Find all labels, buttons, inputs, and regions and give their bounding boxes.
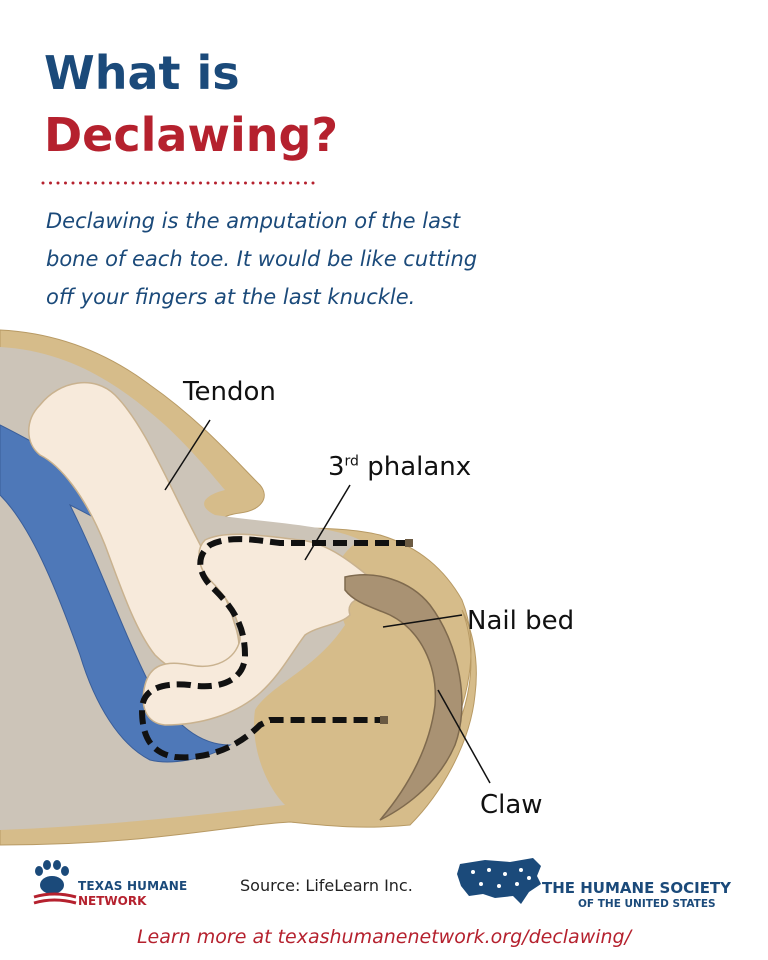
thn-logo-line1: TEXAS HUMANE xyxy=(78,879,188,893)
pointer-phalanx xyxy=(304,484,351,561)
hsus-animal-map-icon xyxy=(457,858,541,904)
toe-diagram xyxy=(0,329,491,846)
label-nail-bed: Nail bed xyxy=(467,606,575,636)
amputation-cut-line xyxy=(138,536,410,761)
hsus-logo-line1: THE HUMANE SOCIETY xyxy=(542,879,732,897)
hsus-logo-line2: OF THE UNITED STATES xyxy=(578,898,716,910)
claw xyxy=(344,574,463,821)
thn-logo-line2: NETWORK xyxy=(78,894,147,908)
title-line-1: What is xyxy=(44,46,240,100)
source-credit: Source: LifeLearn Inc. xyxy=(240,876,413,895)
dotted-divider xyxy=(41,181,316,185)
intro-text: Declawing is the amputation of the last … xyxy=(46,209,478,309)
texas-humane-network-logo xyxy=(33,860,77,905)
title-line-2: Declawing? xyxy=(44,108,339,162)
pointer-claw xyxy=(437,689,491,784)
third-phalanx-bone xyxy=(142,533,387,726)
pointer-nail-bed xyxy=(382,614,463,628)
pointer-tendon xyxy=(164,419,211,491)
label-claw: Claw xyxy=(480,790,543,820)
label-3rd-phalanx: 3rd phalanx xyxy=(328,452,472,482)
learn-more-link[interactable]: Learn more at texashumanenetwork.org/dec… xyxy=(136,926,632,948)
label-tendon: Tendon xyxy=(183,377,276,407)
